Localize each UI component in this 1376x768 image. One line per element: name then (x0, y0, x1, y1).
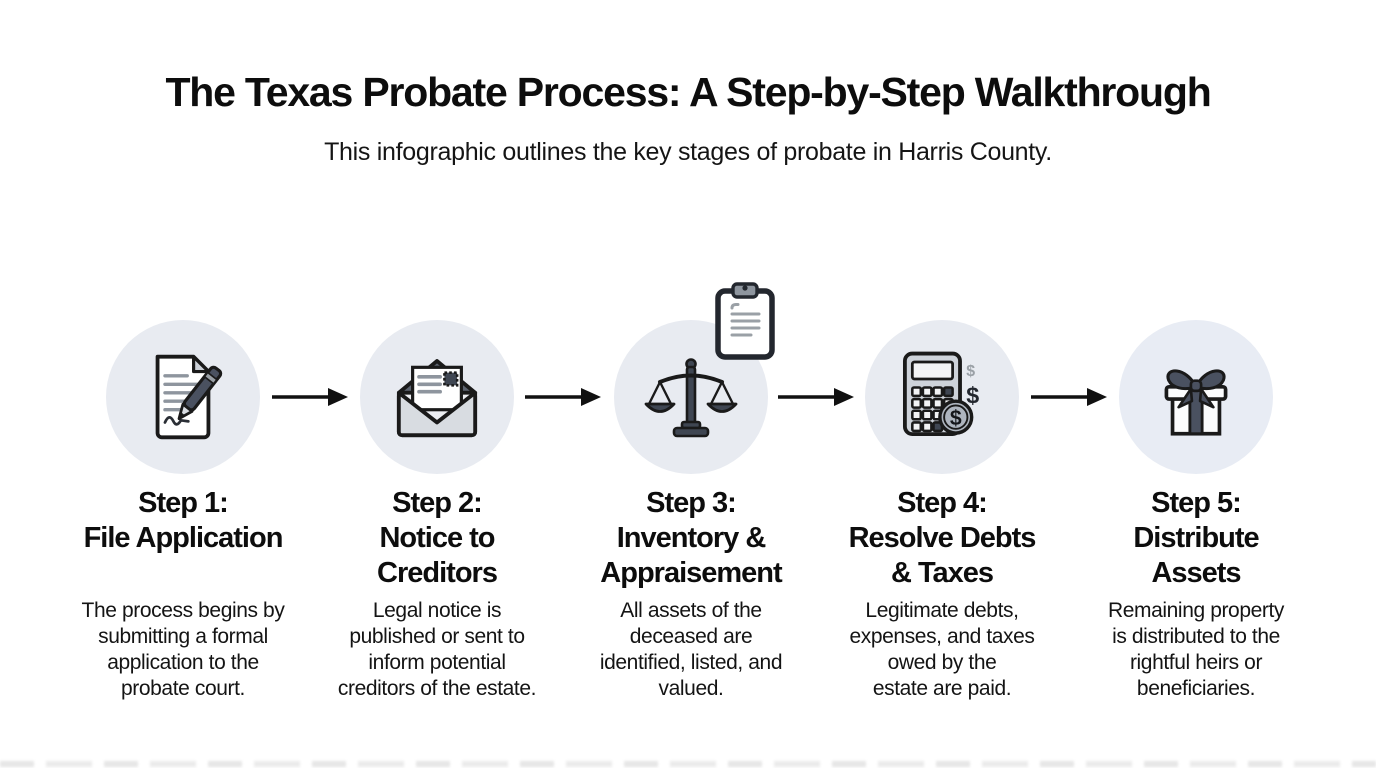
cropped-text-strip (0, 761, 1376, 767)
step-description-line: beneficiaries. (1136, 677, 1256, 700)
step-description-line: application to the (107, 651, 259, 674)
page-subtitle: This infographic outlines the key stages… (324, 138, 1052, 166)
step-title-line: Appraisement (600, 557, 782, 589)
open-envelope-letter-icon (396, 359, 478, 438)
arrow-icon (272, 388, 348, 406)
svg-text:$: $ (966, 382, 979, 408)
step-1-icon-circle (106, 320, 260, 474)
svg-text:$: $ (950, 407, 962, 430)
arrow-icon (778, 388, 854, 406)
step-5-description: Remaining property is distributed to the… (1071, 598, 1321, 702)
step-description-line: inform potential (368, 651, 506, 674)
step-description-line: submitting a formal (98, 625, 268, 648)
clipboard-icon (715, 282, 775, 360)
step-title-line: File Application (83, 522, 284, 554)
step-description-line: expenses, and taxes (849, 625, 1035, 648)
page-title: The Texas Probate Process: A Step-by-Ste… (165, 69, 1211, 115)
step-title-line: Step 4: (897, 487, 988, 519)
svg-text:$: $ (966, 363, 975, 380)
step-1-description: The process begins by submitting a forma… (58, 598, 308, 702)
step-2-title: Step 2: Notice to Creditors (312, 486, 562, 598)
step-description-line: is distributed to the (1112, 625, 1280, 648)
step-description-line: rightful heirs or (1129, 651, 1263, 674)
step-description-line: deceased are (629, 625, 753, 648)
step-title-line: Inventory & (616, 522, 767, 554)
step-1-title: Step 1: File Application (58, 486, 308, 598)
signed-document-pen-icon (155, 354, 223, 440)
step-title-line: Step 1: (138, 487, 229, 519)
step-title-line: Step 3: (646, 487, 737, 519)
step-description-line: Remaining property (1107, 599, 1285, 622)
step-title-line: & Taxes (890, 557, 994, 589)
step-title-line: Resolve Debts (848, 522, 1037, 554)
step-3-title: Step 3: Inventory & Appraisement (566, 486, 816, 598)
justice-scales-icon (644, 358, 738, 438)
step-title-line: Step 5: (1151, 487, 1242, 519)
step-title-line: Creditors (377, 557, 498, 589)
arrow-icon (525, 388, 601, 406)
step-2-description: Legal notice is published or sent to inf… (312, 598, 562, 702)
step-description-line: published or sent to (349, 625, 525, 648)
step-description-line: Legal notice is (372, 599, 502, 622)
step-column-5: Step 5: Distribute Assets Remaining prop… (1071, 320, 1321, 702)
step-description-line: probate court. (121, 677, 245, 700)
step-column-3: Step 3: Inventory & Appraisement All ass… (566, 320, 816, 702)
step-column-4: $ $ $ Step 4: Resolve Debts & Taxes Legi… (817, 320, 1067, 702)
gift-box-icon (1164, 369, 1228, 436)
step-2-icon-circle (360, 320, 514, 474)
step-description-line: creditors of the estate. (337, 677, 537, 700)
step-5-icon-circle (1119, 320, 1273, 474)
step-description-line: All assets of the (620, 599, 762, 622)
calculator-money-icon: $ $ $ (902, 351, 979, 437)
step-description-line: Legitimate debts, (865, 599, 1019, 622)
step-title-line: Notice to (379, 522, 495, 554)
step-description-line: valued. (658, 677, 724, 700)
step-4-title: Step 4: Resolve Debts & Taxes (817, 486, 1067, 598)
arrow-icon (1031, 388, 1107, 406)
step-3-description: All assets of the deceased are identifie… (566, 598, 816, 702)
step-4-icon-circle: $ $ $ (865, 320, 1019, 474)
step-description-line: identified, listed, and (599, 651, 783, 674)
step-title-line: Step 2: (392, 487, 483, 519)
step-title-line: Assets (1151, 557, 1241, 589)
step-description-line: estate are paid. (872, 677, 1012, 700)
step-5-title: Step 5: Distribute Assets (1071, 486, 1321, 598)
step-column-2: Step 2: Notice to Creditors Legal notice… (312, 320, 562, 702)
step-4-description: Legitimate debts, expenses, and taxes ow… (817, 598, 1067, 702)
step-title-line: Distribute (1133, 522, 1259, 554)
step-description-line: owed by the (887, 651, 997, 674)
step-description-line: The process begins by (81, 599, 285, 622)
step-column-1: Step 1: File Application The process beg… (58, 320, 308, 702)
